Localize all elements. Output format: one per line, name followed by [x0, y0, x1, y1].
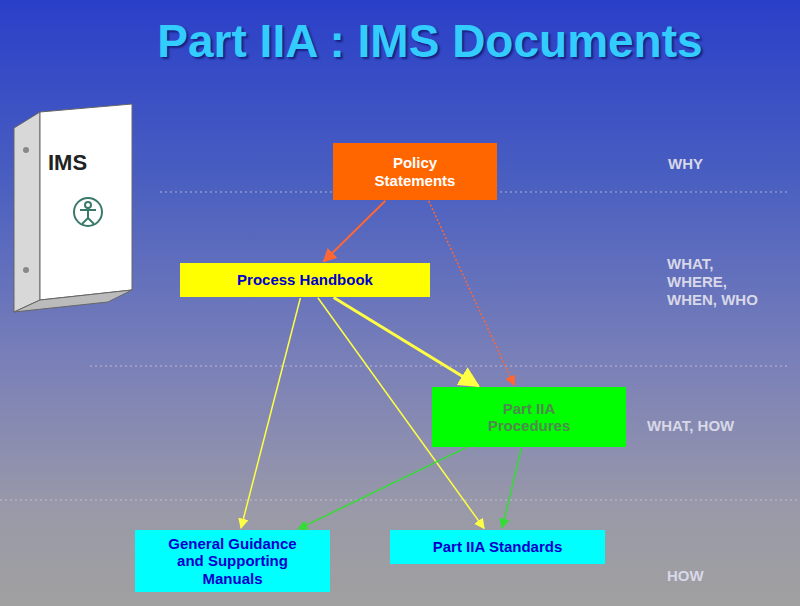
node-text: Part IIA Procedures	[474, 400, 584, 435]
level-label: WHAT, WHERE, WHEN, WHO	[667, 255, 767, 309]
binder-illustration	[14, 104, 132, 312]
guidance-box: General Guidance and Supporting Manuals	[135, 530, 330, 592]
level-label: HOW	[667, 567, 767, 585]
separator-line	[90, 366, 790, 367]
connector-arrow	[324, 201, 386, 262]
separator-line	[0, 500, 800, 501]
binder-label: IMS	[48, 150, 128, 176]
standards-box: Part IIA Standards	[390, 530, 605, 564]
connector-arrow	[334, 298, 479, 386]
connector-arrow	[298, 447, 466, 529]
level-label: WHY	[668, 155, 768, 173]
connector-arrow	[502, 448, 521, 528]
connector-arrow	[429, 201, 515, 385]
level-label: WHAT, HOW	[647, 417, 767, 435]
node-text: General Guidance and Supporting Manuals	[158, 535, 308, 587]
node-text: Policy Statements	[368, 154, 463, 189]
policy-box: Policy Statements	[333, 143, 497, 200]
diagram-title: Part IIA : IMS Documents	[0, 14, 800, 68]
connector-arrow	[241, 298, 300, 528]
process-box: Process Handbook	[180, 263, 430, 297]
procedure-box: Part IIA Procedures	[432, 387, 626, 447]
node-text: Part IIA Standards	[433, 538, 562, 555]
node-text: Process Handbook	[237, 271, 373, 288]
